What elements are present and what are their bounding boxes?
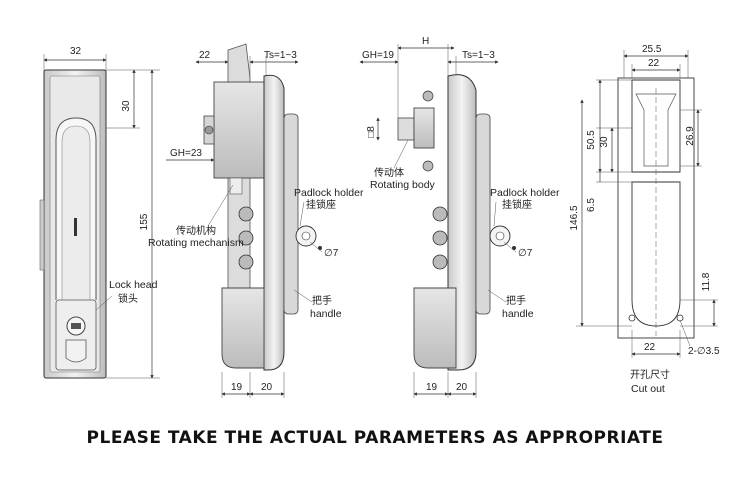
- handle-label: handle: [310, 308, 342, 320]
- cutout-right-26-9: 26.9: [685, 126, 696, 146]
- cutout-caption: Cut out: [631, 383, 665, 395]
- front-width-dim: 32: [70, 46, 82, 57]
- side-right-gh-dim: GH=19: [362, 50, 394, 61]
- cutout-view: 25.5 22 50.5 30 6.5 146.5: [569, 44, 720, 395]
- mechanism-label-zh: 传动机构: [176, 224, 216, 237]
- technical-drawing: 32 30 155 Lock head 锁头 22 Ts=1~3: [39, 36, 720, 398]
- cutout-top-25-5: 25.5: [642, 44, 662, 55]
- lock-head-label-zh: 锁头: [118, 292, 138, 305]
- side-left-bottom-19: 19: [231, 382, 243, 393]
- side-left-ts-dim: Ts=1~3: [264, 50, 297, 61]
- cutout-left-50-5: 50.5: [586, 130, 597, 150]
- cutout-holes-dim: 2-∅3.5: [688, 346, 720, 357]
- rotating-body-label-zh: 传动体: [374, 167, 404, 179]
- handle-label-2: handle: [502, 308, 534, 320]
- side-left-dim-22: 22: [199, 50, 211, 61]
- padlock-hole-dim: ∅7: [324, 248, 339, 259]
- square-dim: □8: [366, 126, 377, 138]
- cutout-top-22: 22: [648, 58, 660, 69]
- side-right-bottom-20: 20: [456, 382, 468, 393]
- padlock-holder-label-2: Padlock holder: [490, 187, 560, 199]
- side-right-ts-dim: Ts=1~3: [462, 50, 495, 61]
- cutout-left-146-5: 146.5: [569, 205, 580, 230]
- cutout-left-30: 30: [599, 136, 610, 148]
- side-right-bottom-19: 19: [426, 382, 438, 393]
- padlock-hole-dim-2: ∅7: [518, 248, 533, 259]
- front-view: 32 30 155 Lock head 锁头: [39, 46, 160, 379]
- parameters-notice: PLEASE TAKE THE ACTUAL PARAMETERS AS APP…: [86, 428, 664, 448]
- handle-label-zh: 把手: [312, 294, 332, 307]
- padlock-holder-label-zh-2: 挂锁座: [502, 198, 532, 211]
- lock-head-label: Lock head: [109, 279, 158, 291]
- side-left-gh-dim: GH=23: [170, 148, 202, 159]
- side-right-h-dim: H: [422, 36, 429, 47]
- padlock-holder-label-zh: 挂锁座: [306, 198, 336, 211]
- side-view-left: 22 Ts=1~3 GH=23 传动机构 Rotating mechanism: [148, 43, 364, 398]
- side-left-bottom-20: 20: [261, 382, 273, 393]
- front-height-dim: 155: [139, 213, 150, 230]
- cutout-left-6-5: 6.5: [586, 198, 597, 212]
- rotating-body-label: Rotating body: [370, 179, 436, 191]
- mechanism-label: Rotating mechanism: [148, 237, 244, 249]
- padlock-holder-label: Padlock holder: [294, 187, 364, 199]
- cutout-bottom-22: 22: [644, 342, 656, 353]
- front-top-dim: 30: [121, 100, 132, 112]
- cutout-right-11-8: 11.8: [701, 272, 712, 291]
- handle-label-zh-2: 把手: [506, 294, 526, 307]
- cutout-caption-zh: 开孔尺寸: [630, 368, 670, 381]
- side-view-right: GH=19 H Ts=1~3 □8 传动体 Rotating body P: [359, 36, 560, 398]
